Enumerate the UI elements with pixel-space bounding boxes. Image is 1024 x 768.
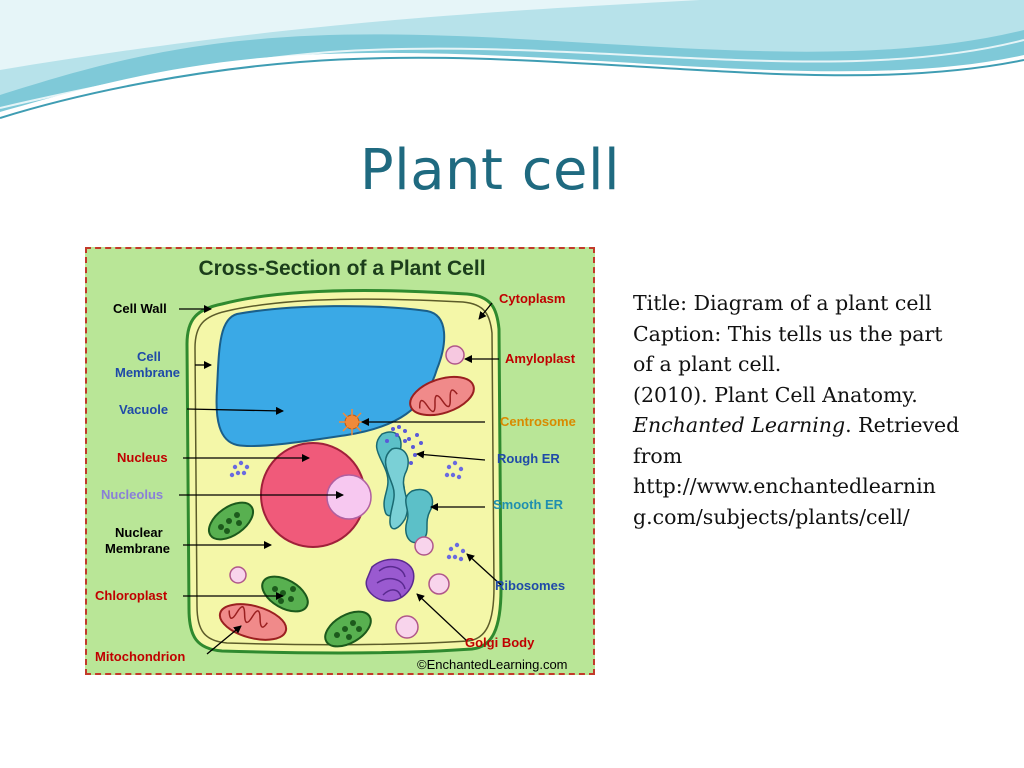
amyloplast-shape — [445, 345, 465, 365]
label-cytoplasm: Cytoplasm — [499, 291, 565, 306]
right-pointer-arrows — [361, 302, 502, 642]
citation-url-line-2: g.com/subjects/plants/cell/ — [633, 504, 910, 529]
label-cell-membrane-line2: Membrane — [115, 365, 180, 380]
label-centrosome: Centrosome — [500, 414, 576, 429]
cell-membrane-shape — [194, 298, 495, 646]
citation-line-6: from — [633, 443, 683, 468]
label-cell-wall: Cell Wall — [113, 301, 167, 316]
citation-line-4: (2010). Plant Cell Anatomy. — [633, 382, 918, 407]
citation-text: Title: Diagram of a plant cell Caption: … — [633, 288, 978, 532]
citation-line-5-rest: . Retrieved — [845, 413, 960, 437]
ribosomes-shape — [229, 460, 466, 562]
label-golgi-body: Golgi Body — [465, 635, 535, 650]
golgi-body-shape — [365, 558, 415, 602]
vesicle-shapes — [229, 536, 450, 639]
citation-source-italic: Enchanted Learning — [633, 413, 846, 437]
nucleolus-shape — [326, 474, 372, 520]
label-nuclear-membrane-line2: Membrane — [105, 541, 170, 556]
plant-cell-diagram: Cross-Section of a Plant Cell — [85, 247, 595, 675]
citation-line-1: Title: Diagram of a plant cell — [633, 291, 932, 315]
label-vacuole: Vacuole — [119, 402, 168, 417]
label-smooth-er: Smooth ER — [493, 497, 564, 512]
label-nucleolus: Nucleolus — [101, 487, 163, 502]
label-chloroplast: Chloroplast — [95, 588, 168, 603]
label-cell-membrane-line1: Cell — [137, 349, 161, 364]
plant-cell-illustration: Cross-Section of a Plant Cell — [95, 257, 576, 672]
figure-credit: ©EnchantedLearning.com — [417, 657, 568, 672]
chloroplast-shapes — [208, 501, 372, 648]
centrosome-shape — [339, 409, 365, 435]
label-ribosomes: Ribosomes — [495, 578, 565, 593]
label-nuclear-membrane-line1: Nuclear — [115, 525, 163, 540]
citation-url-line-1: http://www.enchantedlearnin — [633, 474, 936, 498]
label-rough-er: Rough ER — [497, 451, 560, 466]
header-swoosh-decoration — [0, 0, 1024, 119]
citation-line-2: Caption: This tells us the part — [633, 321, 943, 346]
mitochondrion-shape-top — [409, 375, 475, 417]
citation-line-3: of a plant cell. — [633, 352, 782, 376]
label-amyloplast: Amyloplast — [505, 351, 576, 366]
citation-line-5: Enchanted Learning. Retrieved — [633, 410, 978, 441]
label-nucleus: Nucleus — [117, 450, 168, 465]
slide-title: Plant cell — [359, 138, 621, 203]
rough-er-shape — [375, 425, 423, 530]
figure-heading: Cross-Section of a Plant Cell — [198, 257, 485, 280]
left-pointer-arrows — [179, 305, 344, 655]
label-mitochondrion: Mitochondrion — [95, 649, 185, 664]
